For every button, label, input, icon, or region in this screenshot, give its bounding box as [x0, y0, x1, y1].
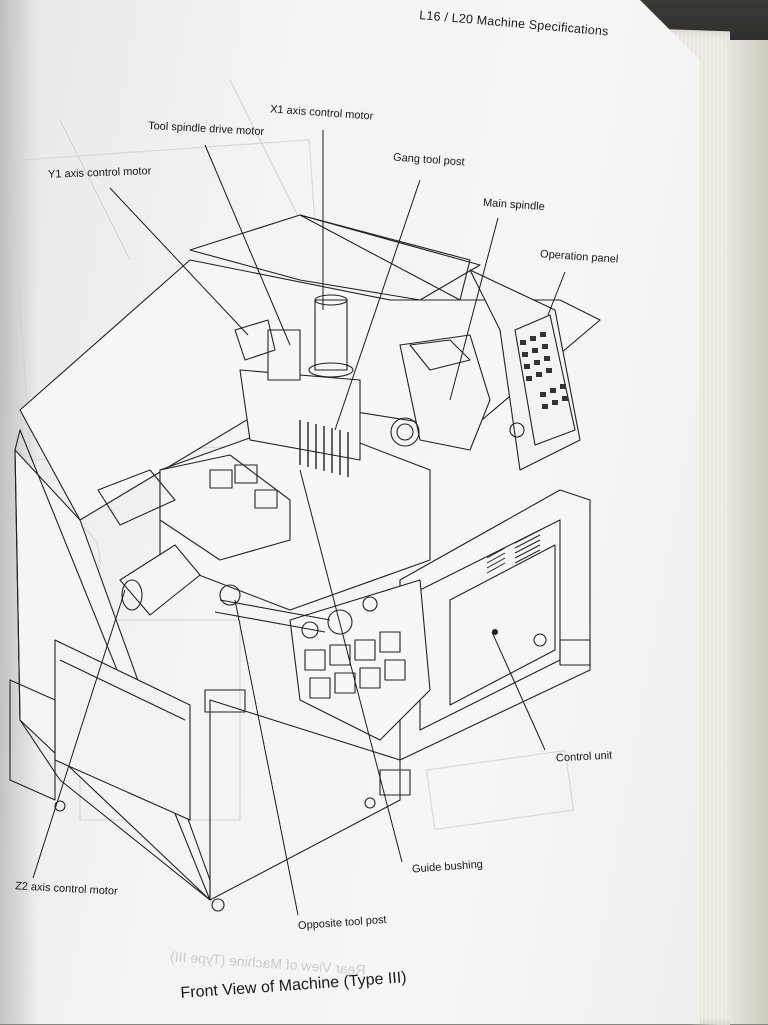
machine-illustration	[9, 130, 601, 916]
manual-page: Rear View of Machine (Type III) L16 / L2…	[0, 0, 700, 1024]
